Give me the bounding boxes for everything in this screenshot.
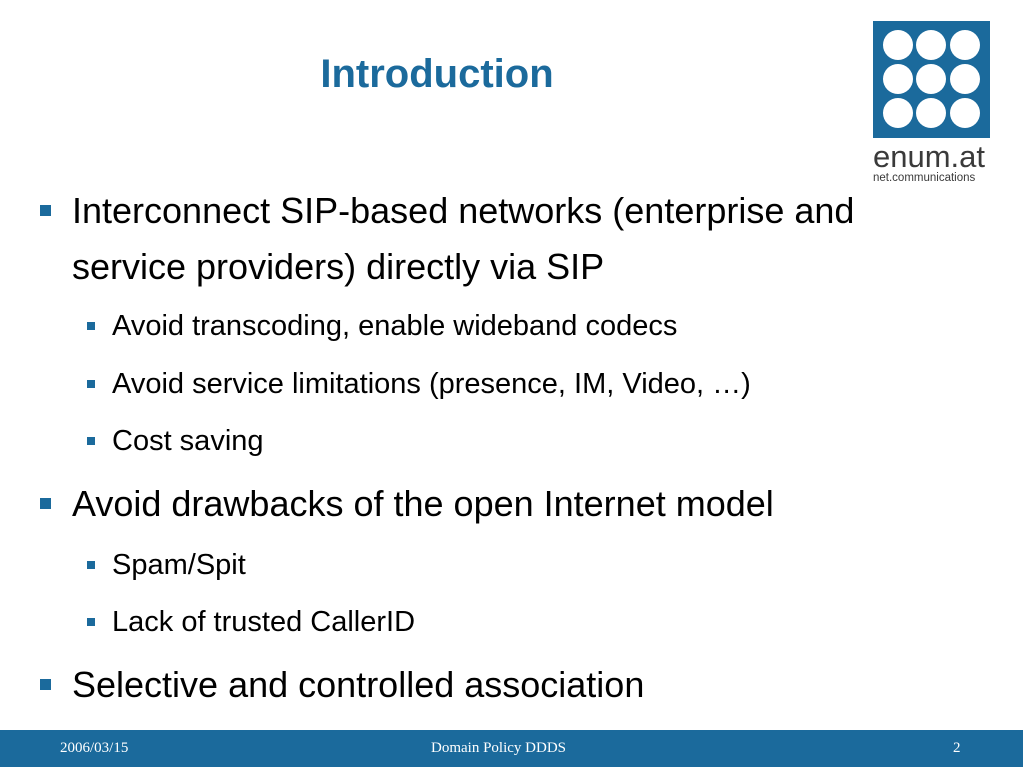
bullet-text: Avoid drawbacks of the open Internet mod…: [72, 483, 774, 524]
logo-dots-box: [873, 21, 990, 138]
footer-title: Domain Policy DDDS: [431, 740, 566, 756]
bullet-text: Interconnect SIP-based networks (enterpr…: [72, 190, 855, 231]
sub-bullet-text: Avoid service limitations (presence, IM,…: [112, 368, 751, 400]
sub-bullet-marker: [87, 618, 95, 626]
sub-bullet-marker: [87, 437, 95, 445]
logo-dots-icon: [883, 30, 980, 128]
enum-at-logo: enum.at net.communications: [873, 21, 991, 185]
bullet-text: service providers) directly via SIP: [72, 246, 605, 287]
sub-bullet-text: Lack of trusted CallerID: [112, 606, 416, 638]
footer-bar: 2006/03/15 Domain Policy DDDS 2: [0, 730, 1023, 767]
sub-bullet-marker: [87, 380, 95, 388]
sub-bullet-text: Avoid transcoding, enable wideband codec…: [112, 310, 678, 342]
sub-bullet-text: Cost saving: [112, 425, 264, 457]
footer-page-number: 2: [953, 740, 961, 756]
sub-bullet-text: Spam/Spit: [112, 549, 246, 581]
logo-name: enum.at: [873, 139, 986, 174]
sub-bullet-marker: [87, 561, 95, 569]
slide-title: Introduction: [320, 52, 554, 96]
bullet-marker: [40, 205, 51, 216]
bullet-text: Selective and controlled association: [72, 664, 645, 705]
bullet-marker: [40, 498, 51, 509]
footer-date: 2006/03/15: [60, 740, 129, 756]
logo-tagline: net.communications: [873, 172, 976, 184]
bullet-marker: [40, 679, 51, 690]
sub-bullet-marker: [87, 322, 95, 330]
